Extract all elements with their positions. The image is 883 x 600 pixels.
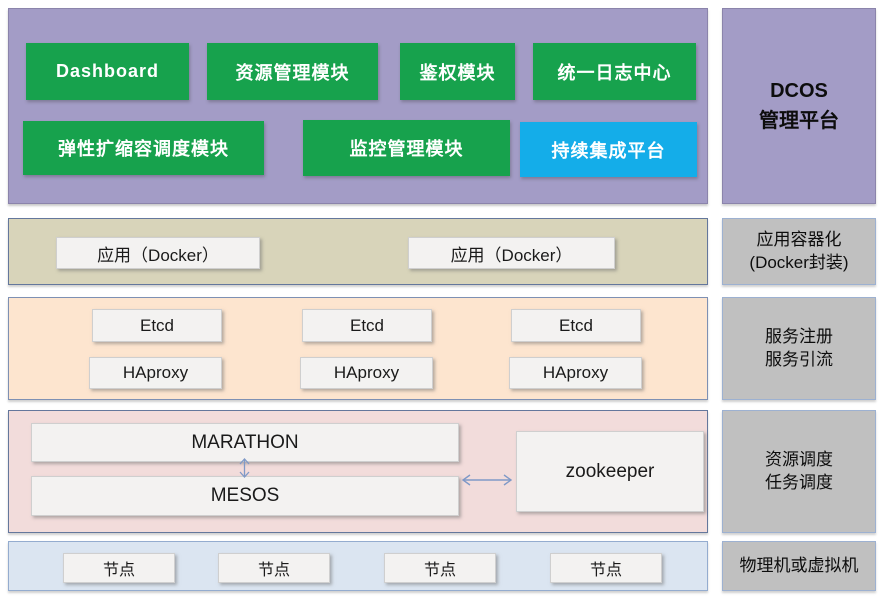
label-dcos-line2: 管理平台 [759, 110, 839, 132]
haproxy-box-1: HAproxy [89, 357, 222, 389]
app-docker-box-2: 应用（Docker） [408, 237, 615, 269]
module-authentication: 鉴权模块 [400, 43, 515, 100]
label-service-registry: 服务注册 服务引流 [722, 297, 876, 400]
marathon-box: MARATHON [31, 423, 459, 462]
marathon-mesos-double-arrow-icon [239, 458, 250, 478]
module-resource-management: 资源管理模块 [207, 43, 378, 100]
haproxy-box-2: HAproxy [300, 357, 433, 389]
service-registry-panel: Etcd Etcd Etcd HAproxy HAproxy HAproxy [8, 297, 708, 400]
platform-modules-panel: Dashboard 资源管理模块 鉴权模块 统一日志中心 弹性扩缩容调度模块 监… [8, 8, 708, 204]
label-physical-or-virtual-machine-line1: 物理机或虚拟机 [739, 555, 859, 575]
label-resource-scheduling-line1: 资源调度 [765, 449, 833, 469]
app-docker-box-1: 应用（Docker） [56, 237, 260, 269]
label-service-registry-line1: 服务注册 [765, 326, 833, 346]
etcd-box-3: Etcd [511, 309, 641, 342]
label-app-containerization: 应用容器化 (Docker封装) [722, 218, 876, 285]
module-elastic-scaling-scheduler: 弹性扩缩容调度模块 [23, 121, 264, 175]
label-service-registry-line2: 服务引流 [765, 349, 833, 369]
module-dashboard: Dashboard [26, 43, 189, 100]
etcd-box-1: Etcd [92, 309, 222, 342]
scheduler-panel: MARATHON MESOS zookeeper [8, 410, 708, 533]
label-dcos-line1: DCOS [770, 80, 828, 102]
label-app-containerization-line2: (Docker封装) [749, 252, 849, 272]
node-box-2: 节点 [218, 553, 330, 583]
mesos-box: MESOS [31, 476, 459, 516]
node-box-1: 节点 [63, 553, 175, 583]
node-box-3: 节点 [384, 553, 496, 583]
node-box-4: 节点 [550, 553, 662, 583]
label-dcos-platform: DCOS 管理平台 [722, 8, 876, 204]
label-resource-scheduling-line2: 任务调度 [765, 472, 833, 492]
module-continuous-integration-platform: 持续集成平台 [520, 122, 697, 177]
app-docker-panel: 应用（Docker） 应用（Docker） [8, 218, 708, 285]
label-physical-or-virtual-machine: 物理机或虚拟机 [722, 541, 876, 591]
label-resource-scheduling: 资源调度 任务调度 [722, 410, 876, 533]
etcd-box-2: Etcd [302, 309, 432, 342]
module-monitoring-management: 监控管理模块 [303, 120, 510, 176]
zookeeper-box: zookeeper [516, 431, 704, 512]
module-unified-log-center: 统一日志中心 [533, 43, 696, 100]
haproxy-box-3: HAproxy [509, 357, 642, 389]
node-panel: 节点 节点 节点 节点 [8, 541, 708, 591]
label-app-containerization-line1: 应用容器化 [756, 229, 842, 249]
mesos-zookeeper-double-arrow-icon [461, 474, 513, 486]
